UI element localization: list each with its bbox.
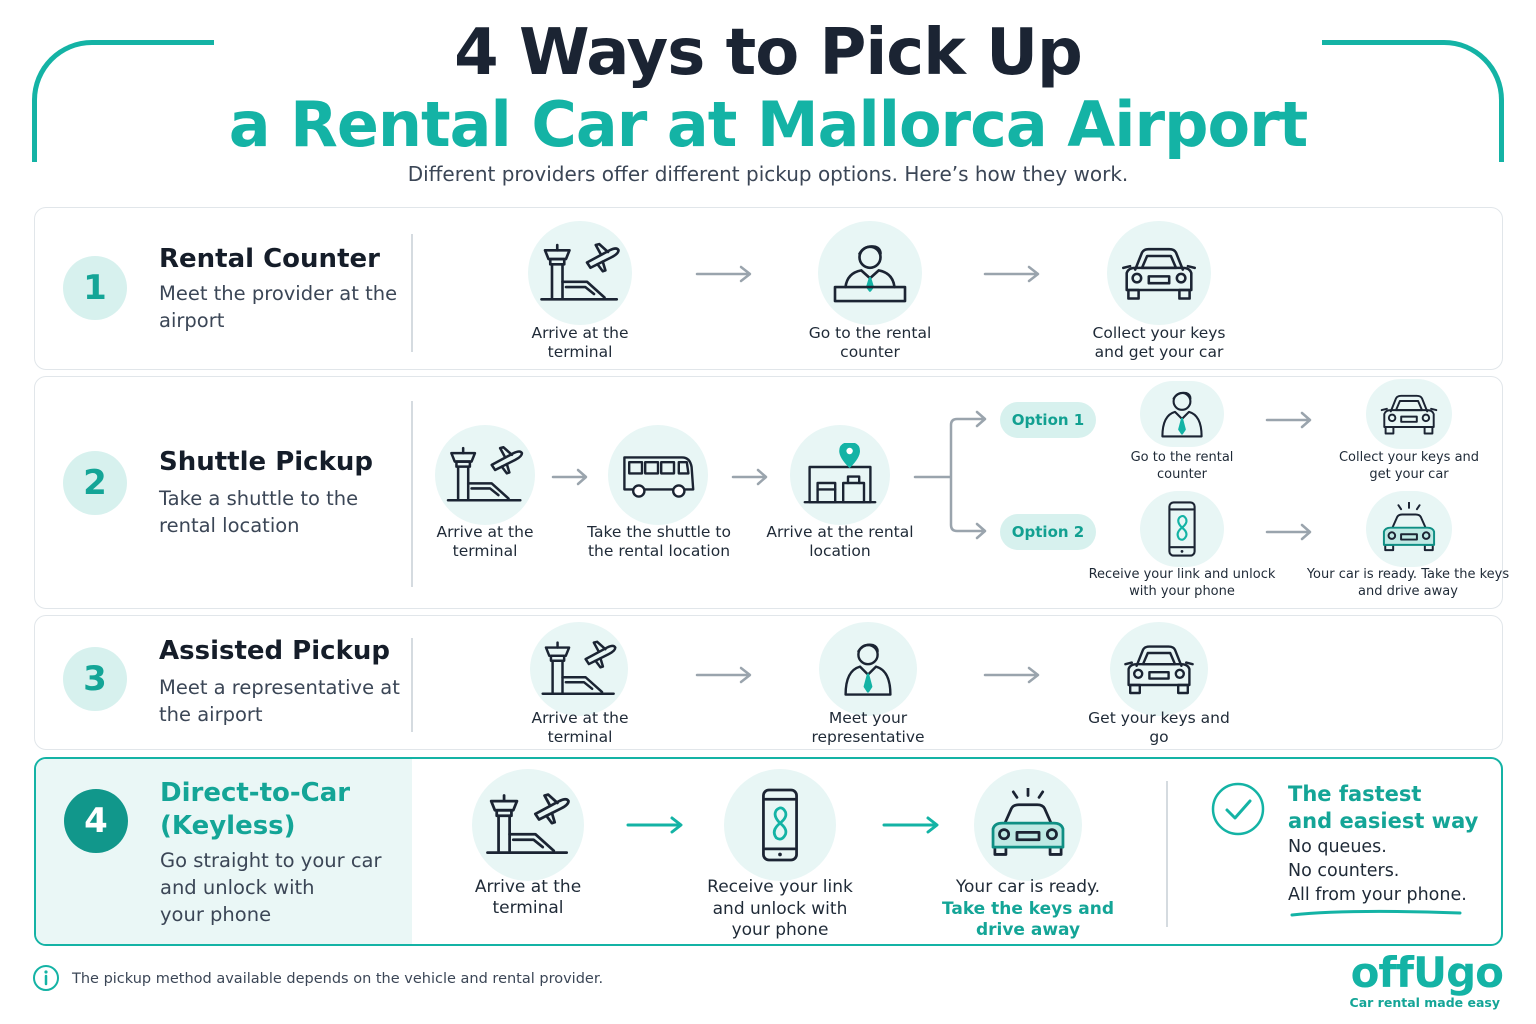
divider xyxy=(411,234,413,352)
airport-icon xyxy=(435,425,535,525)
counter-agent-icon xyxy=(818,221,922,325)
method-row-2: 2 Shuttle Pickup Take a shuttle to the r… xyxy=(34,376,1509,609)
info-icon xyxy=(33,965,59,991)
method-number-2: 2 xyxy=(63,451,127,515)
title-line-1: 4 Ways to Pick Up xyxy=(454,16,1083,90)
option-2-pill: Option 2 xyxy=(1000,514,1096,550)
arrow-right-icon xyxy=(1265,523,1312,541)
brand-tagline: Car rental made easy xyxy=(1349,995,1500,1010)
decor-bracket-left xyxy=(32,40,214,162)
branch-connector xyxy=(913,410,987,540)
option-step-caption: Collect your keys and get your car xyxy=(1338,450,1480,482)
title-line-2: a Rental Car at Mallorca Airport xyxy=(228,88,1309,161)
decor-bracket-right xyxy=(1322,40,1504,162)
shuttle-bus-icon xyxy=(608,425,708,525)
step-caption: Arrive at the terminal xyxy=(531,709,629,746)
airport-icon xyxy=(528,221,632,325)
car-icon xyxy=(1366,379,1452,449)
method-title-4: Direct-to-Car (Keyless) xyxy=(160,778,351,841)
brand-logo: offUgo xyxy=(1350,948,1504,997)
method-row-1: 1 Rental Counter Meet the provider at th… xyxy=(34,207,1503,370)
step-caption: Arrive at the terminal xyxy=(474,877,582,918)
highlight-text: Take the keys and drive away xyxy=(941,898,1115,941)
rental-location-pin-icon xyxy=(790,425,890,525)
arrow-right-icon xyxy=(983,666,1040,684)
step-caption: Take the shuttle to the rental location xyxy=(587,523,731,560)
method-desc-3: Meet a representative at the airport xyxy=(159,676,400,726)
method-number-1: 1 xyxy=(63,256,127,320)
arrow-right-icon xyxy=(695,265,752,283)
arrow-right-icon xyxy=(626,816,683,834)
step-caption: Receive your link and unlock with your p… xyxy=(707,877,853,940)
underline-swoosh xyxy=(1290,909,1462,917)
option-1-pill: Option 1 xyxy=(1000,402,1096,438)
representative-icon xyxy=(819,622,917,716)
phone-link-icon xyxy=(724,769,836,881)
divider xyxy=(411,401,413,587)
arrow-right-icon xyxy=(551,468,588,486)
method-number-3: 3 xyxy=(63,647,127,711)
option-step-caption: Go to the rental counter xyxy=(1130,450,1234,482)
divider xyxy=(411,638,413,732)
car-icon xyxy=(1110,622,1208,716)
arrow-right-icon xyxy=(1265,411,1312,429)
method-row-4: 4 Direct-to-Car (Keyless) Go straight to… xyxy=(34,757,1503,946)
arrow-right-icon xyxy=(983,265,1040,283)
step-caption: Meet your representative xyxy=(811,709,925,746)
airport-icon xyxy=(472,769,584,881)
benefit-line: All from your phone. xyxy=(1288,885,1467,905)
subtitle: Different providers offer different pick… xyxy=(407,162,1129,186)
car-ready-icon xyxy=(974,769,1082,881)
arrow-right-icon xyxy=(731,468,768,486)
arrow-right-icon xyxy=(882,816,939,834)
method-desc-4: Go straight to your car and unlock with … xyxy=(160,849,382,926)
arrow-right-icon xyxy=(695,666,752,684)
counter-agent-icon xyxy=(1140,381,1224,447)
check-circle-icon xyxy=(1211,782,1265,836)
fastest-title: The fastest and easiest way xyxy=(1288,782,1479,833)
divider xyxy=(1166,781,1168,927)
step-caption: Go to the rental counter xyxy=(808,324,932,361)
benefit-line: No counters. xyxy=(1288,861,1400,881)
step-caption: Collect your keys and get your car xyxy=(1092,324,1226,361)
benefit-line: No queues. xyxy=(1288,837,1387,857)
airport-icon xyxy=(530,622,628,716)
phone-link-icon xyxy=(1140,491,1224,567)
option-step-caption: Your car is ready. Take the keys and dri… xyxy=(1306,567,1510,599)
step-caption: Get your keys and go xyxy=(1088,709,1230,746)
method-desc-1: Meet the provider at the airport xyxy=(159,282,398,332)
footer-note: The pickup method available depends on t… xyxy=(72,971,604,987)
step-caption: Arrive at the rental location xyxy=(766,523,914,560)
step-caption-final: Your car is ready. Take the keys and dri… xyxy=(938,877,1118,942)
method-row-3: 3 Assisted Pickup Meet a representative … xyxy=(34,615,1503,750)
car-ready-icon xyxy=(1366,491,1452,567)
step-caption: Arrive at the terminal xyxy=(531,324,629,361)
car-icon xyxy=(1107,221,1211,325)
method-desc-2: Take a shuttle to the rental location xyxy=(159,487,359,537)
method-title-2: Shuttle Pickup xyxy=(159,447,373,477)
method-title-3: Assisted Pickup xyxy=(159,636,390,666)
method-title-1: Rental Counter xyxy=(159,244,380,274)
option-step-caption: Receive your link and unlock with your p… xyxy=(1088,567,1276,599)
step-caption: Arrive at the terminal xyxy=(436,523,534,560)
method-number-4: 4 xyxy=(64,789,128,853)
